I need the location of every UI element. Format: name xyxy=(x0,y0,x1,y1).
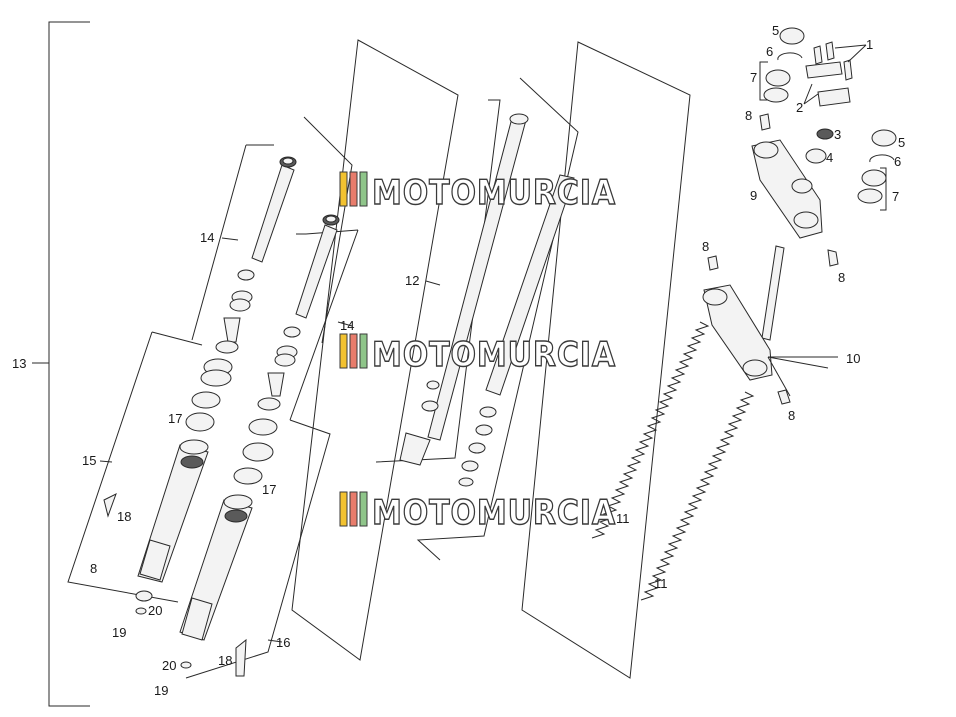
watermark-text: MOTOMURCIA xyxy=(372,173,616,213)
label-5: 5 xyxy=(898,135,905,150)
label-13: 13 xyxy=(12,356,26,371)
label-3: 3 xyxy=(834,127,841,142)
label-19: 19 xyxy=(154,683,168,698)
label-19: 19 xyxy=(112,625,126,640)
lower-triple-clamp xyxy=(702,245,839,405)
label-17: 17 xyxy=(168,411,182,426)
label-16: 16 xyxy=(276,635,290,650)
group-frames xyxy=(67,39,691,679)
label-2: 2 xyxy=(796,100,803,115)
label-18: 18 xyxy=(218,653,232,668)
label-7: 7 xyxy=(892,189,899,204)
label-8: 8 xyxy=(745,108,752,123)
label-1: 1 xyxy=(866,37,873,52)
label-11: 11 xyxy=(616,511,630,526)
label-6: 6 xyxy=(894,154,901,169)
label-12: 12 xyxy=(405,273,419,288)
watermark-text: MOTOMURCIA xyxy=(372,493,616,533)
label-20: 20 xyxy=(162,658,176,673)
fork-spring-right xyxy=(640,391,755,601)
bracket-13 xyxy=(32,21,90,707)
fork-leg-right xyxy=(179,494,253,677)
label-8: 8 xyxy=(702,239,709,254)
fork-damper-rod-right xyxy=(233,214,359,485)
label-8: 8 xyxy=(90,561,97,576)
handlebar-clamps xyxy=(759,27,897,211)
leader-lines xyxy=(99,44,867,643)
label-6: 6 xyxy=(766,44,773,59)
part-labels: 1 2 3 4 5 6 7 5 6 7 8 8 8 8 8 9 10 11 11… xyxy=(12,23,905,698)
fork-leg-left xyxy=(103,439,209,615)
label-14: 14 xyxy=(340,318,354,333)
label-10: 10 xyxy=(846,351,860,366)
upper-triple-clamp xyxy=(751,113,834,239)
watermark-2: MOTOMURCIA xyxy=(339,333,616,376)
label-8: 8 xyxy=(788,408,795,423)
fork-tube-12 xyxy=(399,113,575,487)
label-18: 18 xyxy=(117,509,131,524)
label-15: 15 xyxy=(82,453,96,468)
label-7: 7 xyxy=(750,70,757,85)
label-4: 4 xyxy=(826,150,833,165)
fork-damper-rod-left xyxy=(185,144,297,432)
label-20: 20 xyxy=(148,603,162,618)
label-8: 8 xyxy=(838,270,845,285)
label-9: 9 xyxy=(750,188,757,203)
label-14: 14 xyxy=(200,230,214,245)
watermark-text: MOTOMURCIA xyxy=(372,335,616,375)
fork-spring-left xyxy=(591,321,710,539)
watermark-3: MOTOMURCIA xyxy=(339,491,616,534)
label-5: 5 xyxy=(772,23,779,38)
watermark-1: MOTOMURCIA xyxy=(339,171,616,214)
label-17: 17 xyxy=(262,482,276,497)
label-11: 11 xyxy=(654,576,668,591)
